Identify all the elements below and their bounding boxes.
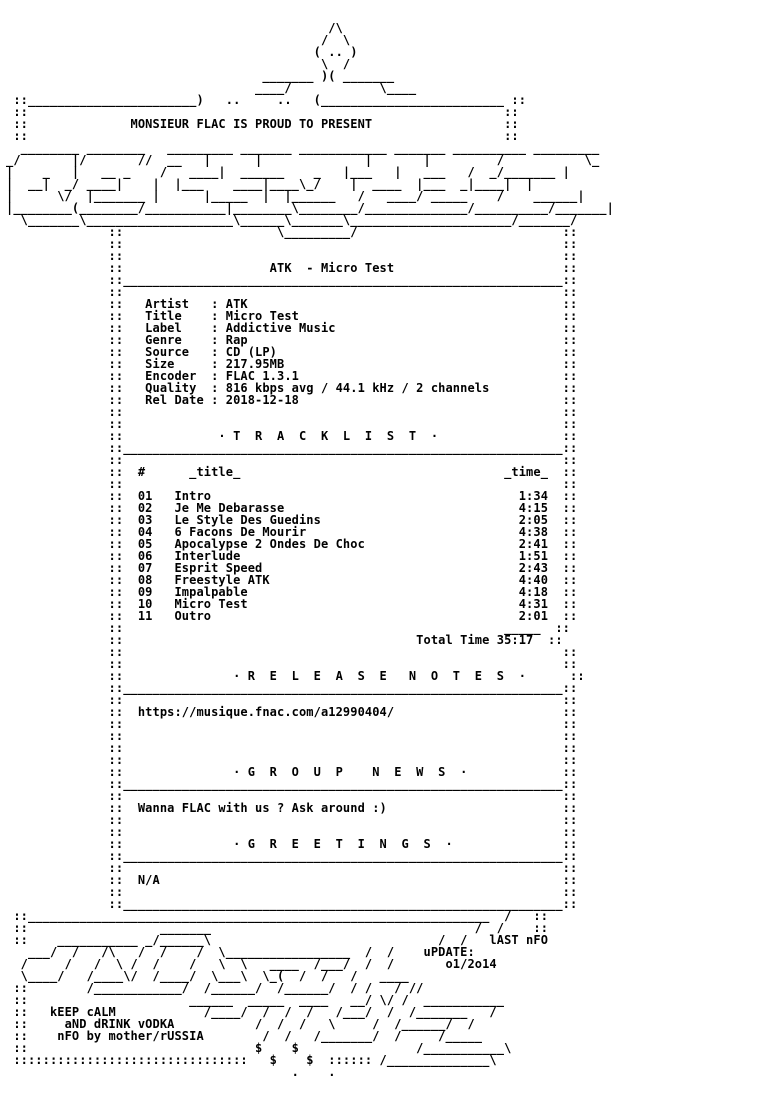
nfo-line: ::______________________________________… bbox=[6, 441, 578, 455]
nfo-line: ::_______________________) .. .. (______… bbox=[6, 93, 527, 107]
nfo-line: :: ___________ _/______\ / / lAST nFO bbox=[6, 933, 549, 947]
nfo-line: :: :: bbox=[6, 249, 578, 263]
nfo-line: :: aND dRINK vODKA / / / \ / /______/ / bbox=[6, 1017, 475, 1031]
nfo-line: :: Genre : Rap :: bbox=[6, 333, 578, 347]
nfo-line: ::______________________________________… bbox=[6, 897, 578, 911]
nfo-line: :::::::::::::::::::::::::::::::: $ $ :::… bbox=[6, 1053, 497, 1067]
nfo-line: :: 08 Freestyle ATK 4:40 :: bbox=[6, 573, 578, 587]
nfo-line: :: :: bbox=[6, 417, 578, 431]
nfo-line: :: $ $ /___________\ bbox=[6, 1041, 512, 1055]
nfo-line: :: 03 Le Style Des Guedins 2:05 :: bbox=[6, 513, 578, 527]
nfo-line: :: :: bbox=[6, 657, 578, 671]
nfo-line: :: 05 Apocalypse 2 Ondes De Choc 2:41 :: bbox=[6, 537, 578, 551]
nfo-line: :: :: bbox=[6, 237, 578, 251]
nfo-line: :: :: bbox=[6, 645, 578, 659]
nfo-line: :: :: bbox=[6, 825, 578, 839]
nfo-line: :: _____ :: bbox=[6, 621, 570, 635]
nfo-line: :: :: bbox=[6, 861, 578, 875]
nfo-line: :: Encoder : FLAC 1.3.1 :: bbox=[6, 369, 578, 383]
nfo-line: :: · R E L E A S E N O T E S · :: bbox=[6, 669, 585, 683]
nfo-line: :: _______ / / :: bbox=[6, 921, 549, 935]
nfo-line: :: Size : 217.95MB :: bbox=[6, 357, 578, 371]
nfo-line: \____/ /____\/ /____/ \___\ \_( / / / __… bbox=[6, 969, 409, 983]
nfo-line: :: 02 Je Me Debarasse 4:15 :: bbox=[6, 501, 578, 515]
nfo-line: ::______________________________________… bbox=[6, 849, 578, 863]
nfo-line: :: :: bbox=[6, 717, 578, 731]
nfo-line: :: Quality : 816 kbps avg / 44.1 kHz / 2… bbox=[6, 381, 578, 395]
nfo-line: :: 10 Micro Test 4:31 :: bbox=[6, 597, 578, 611]
nfo-line: :: :: bbox=[6, 885, 578, 899]
nfo-line: :: :: bbox=[6, 453, 578, 467]
nfo-line: / \ bbox=[6, 33, 351, 47]
nfo-line: :: :: bbox=[6, 285, 578, 299]
nfo-line: :: 06 Interlude 1:51 :: bbox=[6, 549, 578, 563]
nfo-line: :: MONSIEUR FLAC IS PROUD TO PRESENT :: bbox=[6, 117, 519, 131]
nfo-line: :: :: bbox=[6, 105, 519, 119]
nfo-line: :: kEEP cALM /____/ / / / /___/ / /_____… bbox=[6, 1005, 497, 1019]
nfo-line: :: /____________/ /______/ /______/ / / … bbox=[6, 981, 424, 995]
nfo-line: :: ATK - Micro Test :: bbox=[6, 261, 578, 275]
nfo-line: / / / \ / / / \ \ ____ /___/ / / o1/2o14 bbox=[6, 957, 497, 971]
nfo-line: ________ ________ _________ _______ ____… bbox=[6, 141, 600, 155]
nfo-line: ____/ \____ bbox=[6, 81, 417, 95]
nfo-line: :: :: bbox=[6, 477, 578, 491]
nfo-line: :: :: bbox=[6, 693, 578, 707]
nfo-line: ( .. ) bbox=[6, 45, 358, 59]
nfo-line: _/ |/ // __ | | | | / \_ bbox=[6, 153, 600, 167]
nfo-line: | \/ |_______ | |_____ | |______ / ____/… bbox=[6, 189, 585, 203]
nfo-line: :: https://musique.fnac.com/a12990404/ :… bbox=[6, 705, 578, 719]
nfo-line: :: :: bbox=[6, 741, 578, 755]
nfo-line: ::______________________________________… bbox=[6, 909, 549, 923]
nfo-line: | _ | __ _ / ____| ______ _ |___ | ___ /… bbox=[6, 165, 570, 179]
nfo-line: :: N/A :: bbox=[6, 873, 578, 887]
nfo-line: ::______________________________________… bbox=[6, 273, 578, 287]
nfo-line: :: 11 Outro 2:01 :: bbox=[6, 609, 578, 623]
nfo-line: :: nFO by mother/rUSSIA / / /_______/ / … bbox=[6, 1029, 483, 1043]
nfo-line: :: Source : CD (LP) :: bbox=[6, 345, 578, 359]
nfo-line: | __| _/ ____| | |___ ____|____\_/ | ___… bbox=[6, 177, 534, 191]
nfo-line: . . bbox=[6, 1065, 497, 1079]
nfo-line: :: :: bbox=[6, 753, 578, 767]
nfo-line: :: # _title_ _time_ :: bbox=[6, 465, 578, 479]
nfo-line: :: ______ _____ ____ __/ \/ / __________… bbox=[6, 993, 505, 1007]
nfo-line: :: Artist : ATK :: bbox=[6, 297, 578, 311]
nfo-line: :: :: bbox=[6, 129, 519, 143]
nfo-line: |________(________/___________|________\… bbox=[6, 201, 614, 215]
nfo-line: /\ bbox=[6, 21, 343, 35]
nfo-line: :: \_________/ :: bbox=[6, 225, 578, 239]
nfo-line: :: Total Time 35:17 :: bbox=[6, 633, 563, 647]
nfo-line: :: Label : Addictive Music :: bbox=[6, 321, 578, 335]
nfo-line: :: :: bbox=[6, 405, 578, 419]
nfo-line: :: :: bbox=[6, 813, 578, 827]
nfo-line: :: 07 Esprit Speed 2:43 :: bbox=[6, 561, 578, 575]
nfo-line: :: · G R O U P N E W S · :: bbox=[6, 765, 578, 779]
nfo-line: ::______________________________________… bbox=[6, 681, 578, 695]
nfo-line: :: 01 Intro 1:34 :: bbox=[6, 489, 578, 503]
nfo-line: :: 09 Impalpable 4:18 :: bbox=[6, 585, 578, 599]
nfo-text-block: /\ / \ ( .. ) \ / _______ )( _______ bbox=[6, 22, 614, 1078]
nfo-line: :: :: bbox=[6, 729, 578, 743]
nfo-line: _______ )( _______ bbox=[6, 69, 395, 83]
nfo-line: :: Wanna FLAC with us ? Ask around :) :: bbox=[6, 801, 578, 815]
nfo-line: :: :: bbox=[6, 789, 578, 803]
nfo-line: :: 04 6 Facons De Mourir 4:38 :: bbox=[6, 525, 578, 539]
nfo-line: \ / bbox=[6, 57, 351, 71]
nfo-line: :: · T R A C K L I S T · :: bbox=[6, 429, 578, 443]
nfo-line: :: · G R E E T I N G S · :: bbox=[6, 837, 578, 851]
nfo-line: :: Rel Date : 2018-12-18 :: bbox=[6, 393, 578, 407]
nfo-line: ::______________________________________… bbox=[6, 777, 578, 791]
nfo-line: \_______\____________________\______\___… bbox=[6, 213, 578, 227]
nfo-line: :: Title : Micro Test :: bbox=[6, 309, 578, 323]
nfo-line: ___/ / /\ / / / \_________________ / / u… bbox=[6, 945, 475, 959]
